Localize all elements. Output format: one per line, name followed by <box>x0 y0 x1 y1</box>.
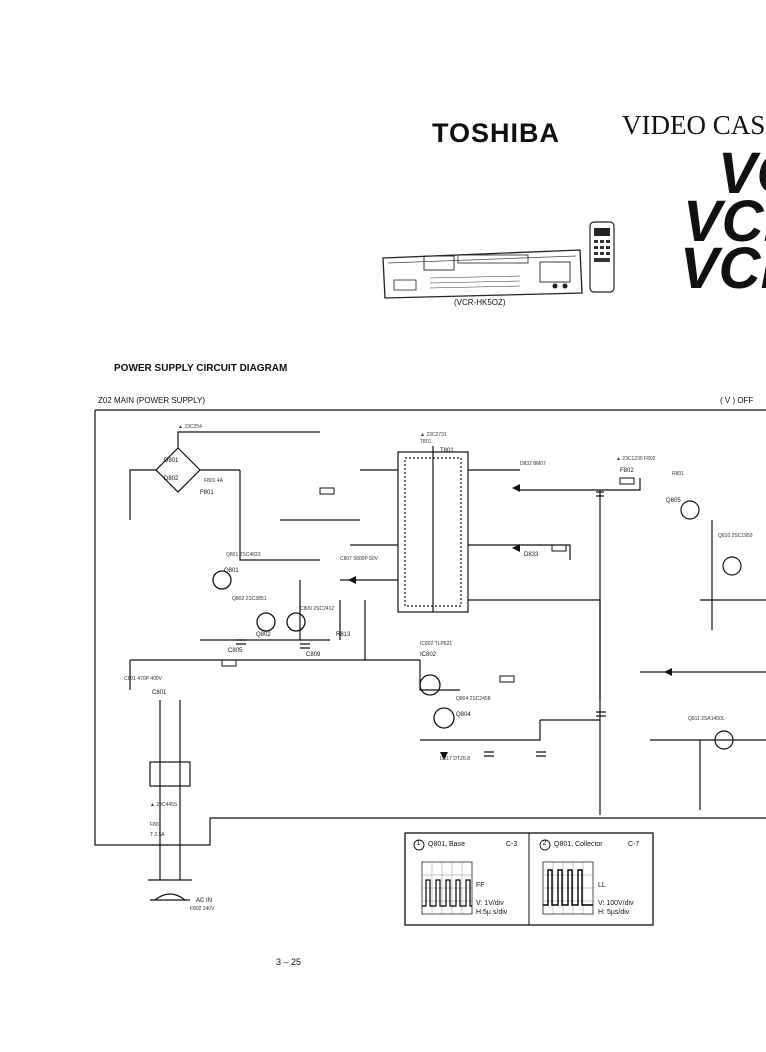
svg-text:R801: R801 <box>672 471 684 477</box>
svg-text:T801: T801 <box>420 439 432 445</box>
label-d801: D801 <box>164 458 179 464</box>
label-q801: Q801 <box>224 568 239 574</box>
svg-text:D817 DTZ6.8: D817 DTZ6.8 <box>440 756 470 762</box>
label-c801: C801 <box>152 690 167 696</box>
svg-text:C809 2SC2412: C809 2SC2412 <box>300 606 334 612</box>
model-name-3: VCI <box>680 236 766 301</box>
label-f802: F802 <box>620 468 634 474</box>
frame-label-right: ( V ) OFF <box>720 396 754 405</box>
label-f801: F801 <box>200 490 214 496</box>
svg-text:F802 240V: F802 240V <box>190 906 215 912</box>
label-d802: D802 <box>164 476 179 482</box>
wave-1-number: 1 <box>416 840 421 847</box>
label-ac-in: AC IN <box>196 898 213 904</box>
svg-text:▲ 23C1230 F802: ▲ 23C1230 F802 <box>616 456 656 462</box>
model-name-2: VCI <box>683 189 766 254</box>
section-title: POWER SUPPLY CIRCUIT DIAGRAM <box>114 363 288 374</box>
label-q802: Q802 <box>256 632 271 638</box>
wave-1-scale-h: H:5µ s/div <box>476 909 508 916</box>
label-ic802: IC802 <box>420 652 437 658</box>
label-q805: Q805 <box>666 498 681 504</box>
svg-text:Q802 2SC3851: Q802 2SC3851 <box>232 596 267 602</box>
svg-text:▲ 23C445S: ▲ 23C445S <box>150 802 178 808</box>
svg-text:D832 8M07: D832 8M07 <box>520 461 546 467</box>
vcr-caption: (VCR-HK5OZ) <box>454 298 506 307</box>
wave-2-scale-v: V: 100V/div <box>598 900 634 907</box>
label-q804: Q804 <box>456 712 471 718</box>
svg-text:C807 5600P 50V: C807 5600P 50V <box>340 556 379 562</box>
svg-text:▲ 23C254: ▲ 23C254 <box>178 424 202 430</box>
svg-text:▲ 23C2731: ▲ 23C2731 <box>420 432 447 438</box>
scope-1-grid <box>421 861 473 915</box>
svg-text:C801 470P 400V: C801 470P 400V <box>124 676 163 682</box>
wave-2-mode: LL <box>598 882 606 889</box>
svg-text:F801 4A: F801 4A <box>204 478 224 484</box>
product-line-title: VIDEO CASS <box>622 110 766 140</box>
label-t801: T801 <box>440 448 454 454</box>
wave-1-scale-v: V: 1V/div <box>476 900 504 907</box>
svg-text:IC802 TLP621: IC802 TLP621 <box>420 641 452 647</box>
label-r813: R813 <box>336 632 351 638</box>
wave-2-scale-h: H: 5µs/div <box>598 909 630 916</box>
svg-text:Q811 2SA1450L: Q811 2SA1450L <box>688 716 725 722</box>
label-c805: C805 <box>228 648 243 654</box>
svg-text:Q801 2SC4833: Q801 2SC4833 <box>226 552 261 558</box>
brand-logo: TOSHIBA <box>432 118 561 148</box>
label-c809: C809 <box>306 652 321 658</box>
wave-1-mode: FF <box>476 882 485 889</box>
svg-text:T 2.5A: T 2.5A <box>150 832 165 838</box>
wave-1-title: Q801, Base <box>428 841 465 848</box>
frame-label-left: Z02 MAIN (POWER SUPPLY) <box>98 396 205 405</box>
wave-2-ref: C-7 <box>628 841 640 848</box>
page-number: 3 – 25 <box>276 957 302 967</box>
svg-text:F801: F801 <box>150 822 162 828</box>
label-d833: D833 <box>524 552 539 558</box>
wave-2-title: Q801, Collector <box>554 841 603 848</box>
scope-2-grid <box>542 861 594 915</box>
wave-2-number: 2 <box>542 840 547 847</box>
svg-text:Q804 2SC2458: Q804 2SC2458 <box>456 696 491 702</box>
wave-1-ref: C-3 <box>506 841 518 848</box>
svg-text:Q810 2SC1959: Q810 2SC1959 <box>718 533 753 539</box>
model-name-1: VC <box>718 141 766 206</box>
